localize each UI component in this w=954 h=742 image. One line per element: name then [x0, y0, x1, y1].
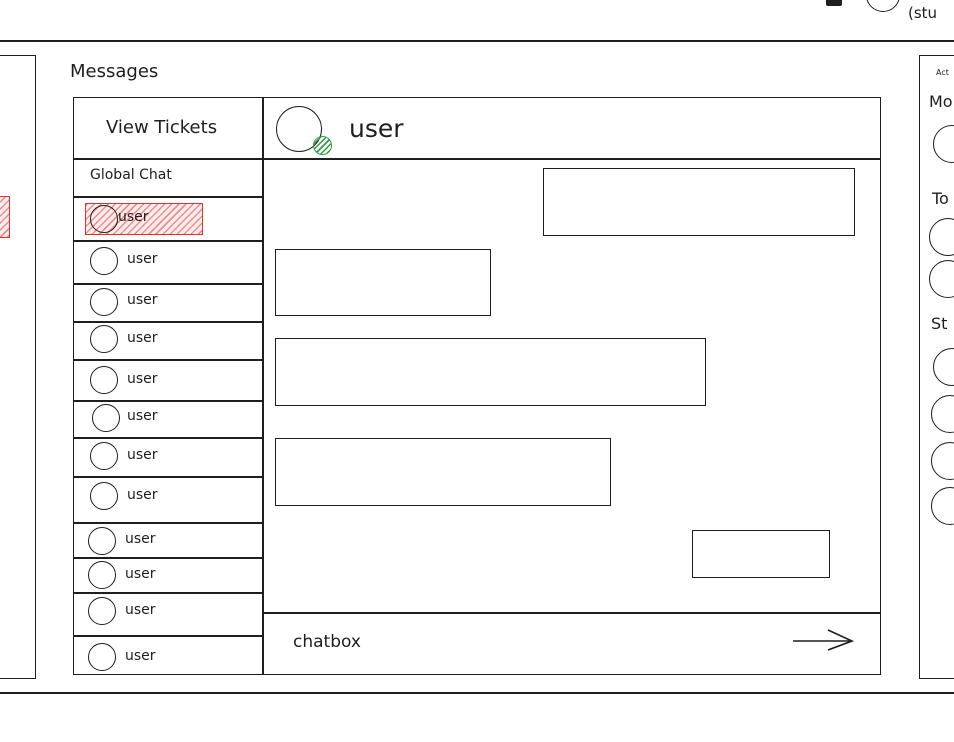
top-divider: [0, 40, 954, 42]
user-name: user: [127, 330, 158, 346]
user-avatar-icon: [90, 442, 118, 470]
send-arrow-icon[interactable]: [790, 626, 856, 656]
right-panel: [919, 55, 954, 679]
chat-user-avatar: [276, 106, 322, 152]
row-divider: [73, 359, 262, 361]
right-panel-section-label: St: [931, 314, 948, 333]
chat-header-divider: [262, 158, 881, 160]
user-name: user: [125, 648, 156, 664]
user-name: user: [127, 408, 158, 424]
user-avatar-icon: [90, 325, 118, 353]
user-avatar-icon: [90, 247, 118, 275]
global-chat-item[interactable]: Global Chat: [90, 167, 172, 183]
user-name: user: [118, 209, 149, 225]
row-divider: [73, 557, 262, 559]
message-bubble-incoming: [275, 338, 706, 406]
user-name: user: [127, 371, 158, 387]
row-divider: [73, 158, 262, 160]
status-partial-label: (stu: [908, 4, 938, 22]
user-avatar-icon: [88, 643, 116, 671]
user-avatar-icon: [88, 597, 116, 625]
bell-icon[interactable]: [826, 0, 842, 6]
view-tickets-button[interactable]: View Tickets: [106, 117, 218, 138]
row-divider: [73, 400, 262, 402]
row-divider: [73, 635, 262, 637]
row-divider: [73, 476, 262, 478]
user-list-divider: [262, 97, 264, 675]
user-name: user: [125, 566, 156, 582]
chat-username: user: [349, 114, 404, 143]
row-divider: [73, 196, 262, 198]
row-divider: [73, 592, 262, 594]
user-name: user: [127, 447, 158, 463]
chatbox-placeholder: chatbox: [293, 632, 361, 652]
row-divider: [73, 240, 262, 242]
left-panel: [0, 55, 36, 679]
row-divider: [73, 321, 262, 323]
chatbox-divider: [262, 612, 881, 614]
top-right-status: (stu: [820, 0, 954, 22]
message-bubble-incoming: [275, 438, 611, 506]
user-avatar-icon: [90, 205, 118, 233]
user-avatar-icon: [88, 561, 116, 589]
right-panel-section-label: Mo: [929, 92, 953, 111]
left-panel-selected-item[interactable]: [0, 196, 10, 238]
page-title: Messages: [70, 61, 159, 82]
online-status-icon: [313, 136, 332, 155]
user-avatar-icon: [90, 482, 118, 510]
user-avatar-icon: [90, 366, 118, 394]
messages-frame: [73, 97, 881, 675]
message-bubble-outgoing: [692, 530, 830, 578]
row-divider: [73, 522, 262, 524]
user-name: user: [127, 487, 158, 503]
user-avatar-icon: [88, 527, 116, 555]
user-name: user: [127, 251, 158, 267]
message-bubble-outgoing: [543, 168, 855, 236]
row-divider: [73, 283, 262, 285]
avatar[interactable]: [866, 0, 900, 12]
bottom-divider: [0, 692, 954, 694]
user-name: user: [125, 531, 156, 547]
row-divider: [73, 437, 262, 439]
message-bubble-incoming: [275, 249, 491, 316]
right-panel-section-label: To: [932, 189, 949, 208]
right-panel-tiny-label: Act: [936, 68, 949, 77]
user-name: user: [125, 602, 156, 618]
user-avatar-icon: [90, 288, 118, 316]
user-avatar-icon: [92, 404, 120, 432]
user-name: user: [127, 292, 158, 308]
